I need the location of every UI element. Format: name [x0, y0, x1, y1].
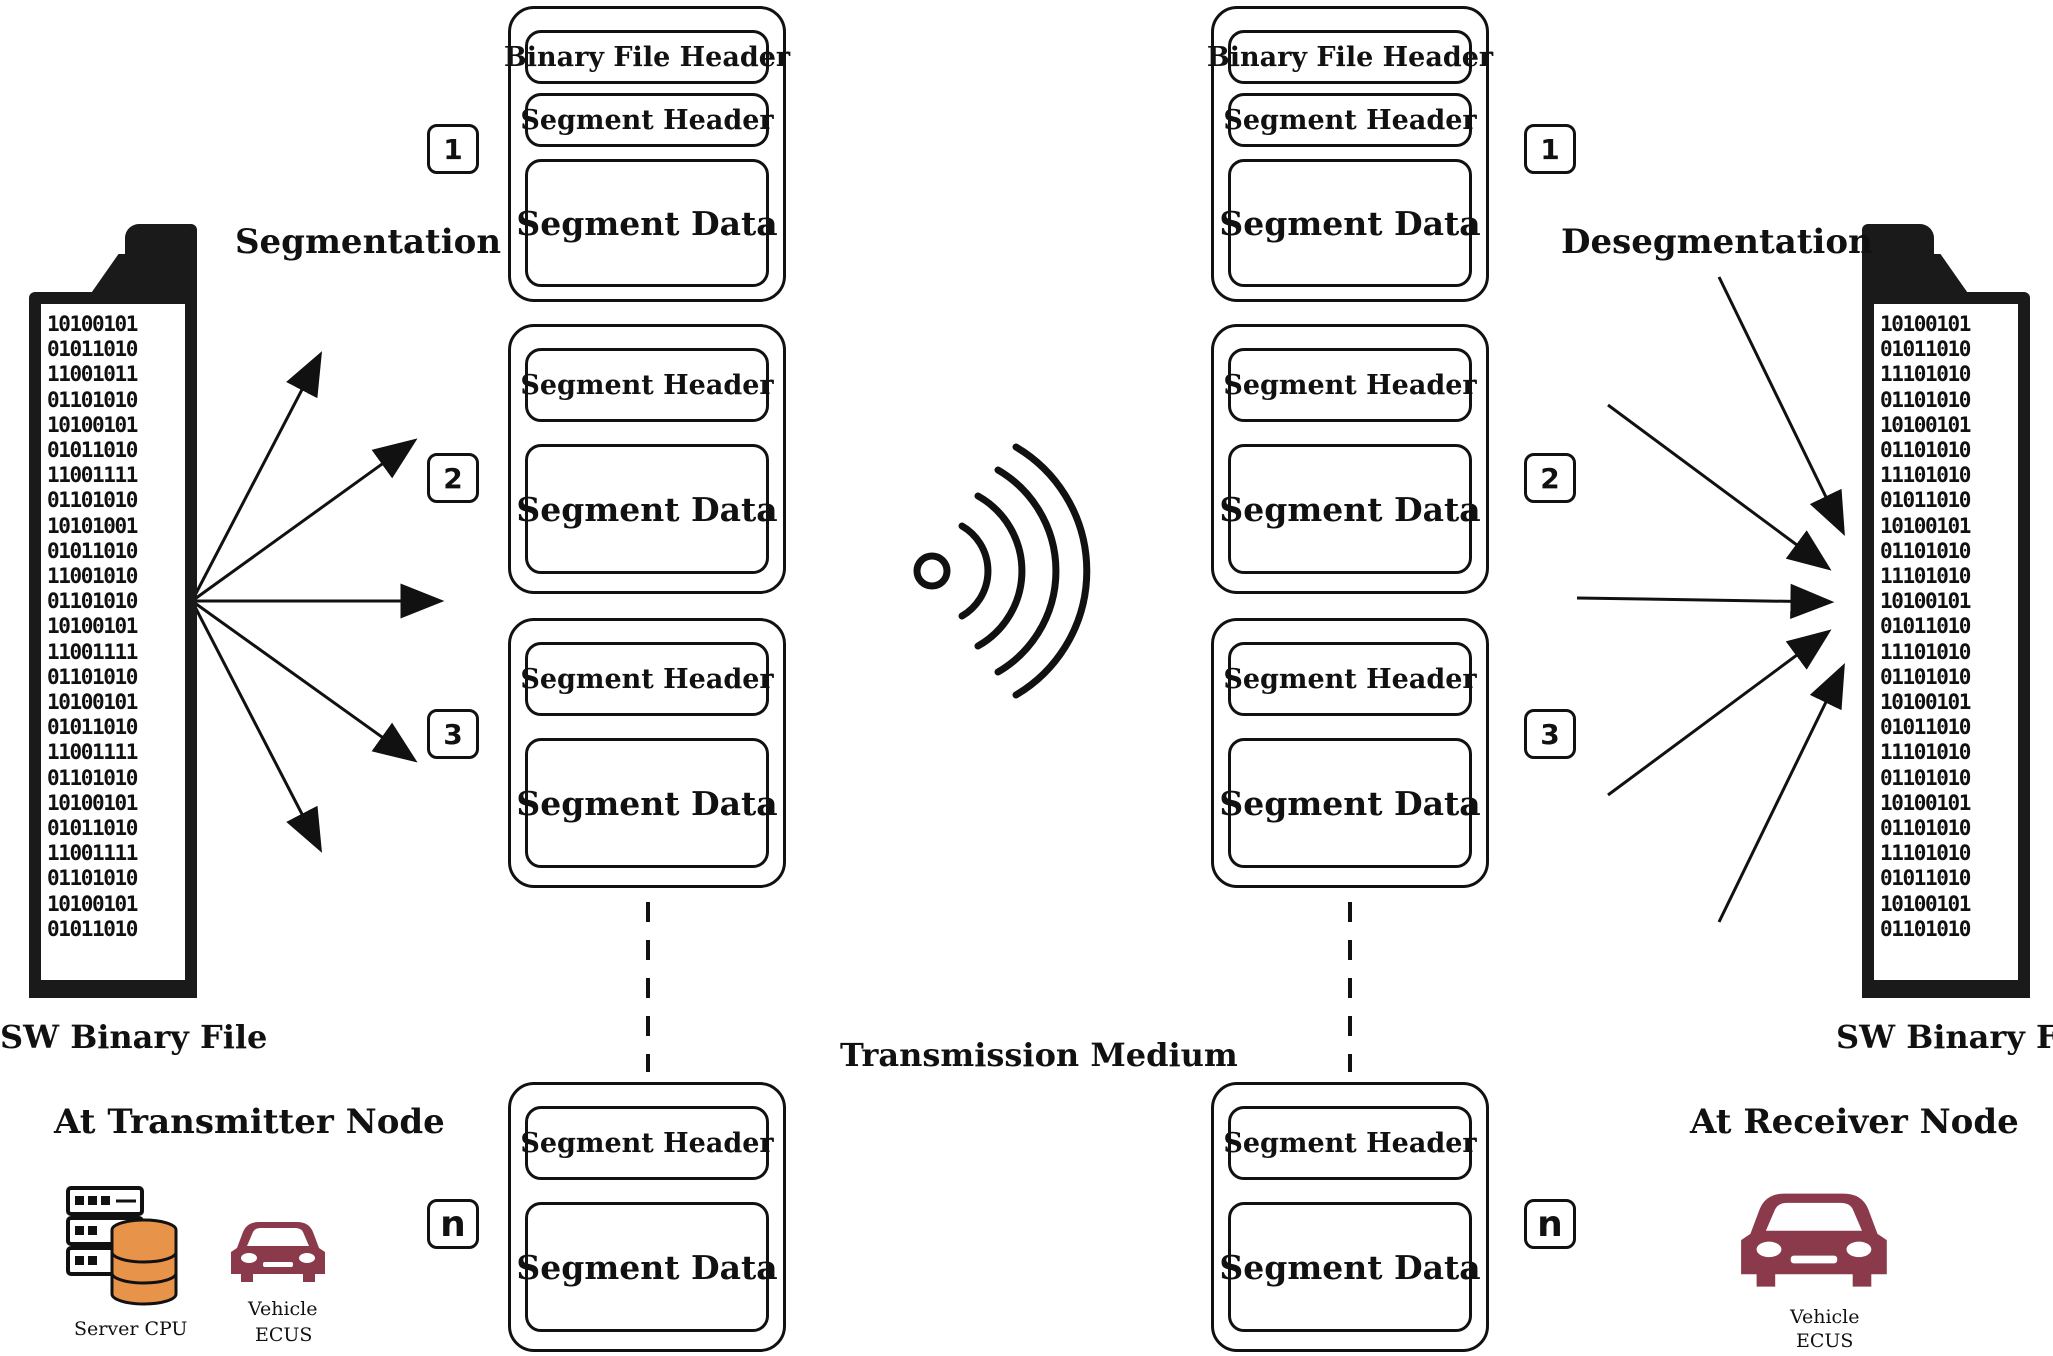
transmitter-node-label: At Transmitter Node [54, 1102, 445, 1142]
desegmentation-label: Desegmentation [1561, 222, 1873, 262]
rx-segment-header: Segment Header [1223, 1106, 1477, 1180]
rx-segment-data: Segment Data [1219, 159, 1481, 287]
rx-segment-header: Segment Header [1223, 642, 1477, 716]
rx-segment-header: Segment Header [1223, 348, 1477, 422]
tx-segment-header: Segment Header [520, 1106, 774, 1180]
desegmentation-arrow-3 [1576, 583, 1835, 619]
transmission-medium-label: Transmission Medium [840, 1036, 1238, 1074]
rx-segment-3: Segment Header Segment Data [1211, 618, 1489, 888]
tx-segment-data: Segment Data [516, 444, 778, 574]
ecus-label-transmitter: ECUS [255, 1324, 313, 1346]
desegmentation-arrows [1576, 276, 1845, 923]
desegmentation-arrow-5 [1717, 663, 1845, 923]
transmitter-file-label: SW Binary File [0, 1018, 268, 1056]
segmentation-arrow-5 [190, 600, 323, 853]
tx-segment-number-1: 1 [427, 124, 479, 174]
transmitter-binary-content: 10100101 01011010 11001011 01101010 1010… [47, 312, 138, 941]
tx-segment-3: Segment Header Segment Data [508, 618, 786, 888]
segmentation-arrow-1 [190, 351, 323, 602]
tx-binary-file-header: Binary File Header [504, 30, 790, 84]
car-icon [1741, 1193, 1887, 1287]
tx-segment-number-n: n [427, 1199, 479, 1249]
receiver-node-label: At Receiver Node [1690, 1102, 2019, 1142]
receiver-binary-content: 10100101 01011010 11101010 01101010 1010… [1880, 312, 1971, 941]
rx-segment-data: Segment Data [1219, 738, 1481, 868]
segmentation-label: Segmentation [235, 222, 502, 262]
tx-segment-n: Segment Header Segment Data [508, 1082, 786, 1352]
segmentation-arrow-2 [191, 438, 418, 603]
tx-segment-number-2: 2 [427, 453, 479, 503]
rx-segment-number-3: 3 [1524, 709, 1576, 759]
rx-segment-number-2: 2 [1524, 453, 1576, 503]
server-database-icon [66, 1186, 178, 1306]
vehicle-label-receiver: Vehicle [1790, 1306, 1860, 1328]
rx-binary-file-header: Binary File Header [1207, 30, 1493, 84]
receiver-file-label: SW Binary File [1836, 1018, 2053, 1056]
desegmentation-arrow-4 [1607, 629, 1832, 797]
rx-segment-number-1: 1 [1524, 124, 1576, 174]
tx-segment-number-3: 3 [427, 709, 479, 759]
rx-segment-number-n: n [1524, 1199, 1576, 1249]
segmentation-arrow-4 [191, 599, 418, 763]
continuation-dashes [646, 902, 1352, 1072]
tx-segment-data: Segment Data [516, 738, 778, 868]
tx-segment-header: Segment Header [520, 348, 774, 422]
ecus-label-receiver: ECUS [1796, 1330, 1854, 1352]
tx-segment-data: Segment Data [516, 1202, 778, 1332]
rx-segment-n: Segment Header Segment Data [1211, 1082, 1489, 1352]
desegmentation-arrow-2 [1607, 403, 1832, 571]
tx-segment-2: Segment Header Segment Data [508, 324, 786, 594]
receiver-binary-file-icon: 10100101 01011010 11101010 01101010 1010… [1862, 224, 2030, 998]
transmitter-binary-file-icon: 10100101 01011010 11001011 01101010 1010… [29, 224, 197, 998]
tx-segment-header: Segment Header [520, 93, 774, 147]
rx-segment-1: Binary File Header Segment Header Segmen… [1207, 6, 1493, 302]
tx-segment-header: Segment Header [520, 642, 774, 716]
rx-segment-data: Segment Data [1219, 1202, 1481, 1332]
car-icon [231, 1222, 325, 1282]
rx-segment-header: Segment Header [1223, 93, 1477, 147]
tx-segment-data: Segment Data [516, 159, 778, 287]
segmentation-arrows [190, 351, 445, 853]
server-cpu-label: Server CPU [74, 1318, 188, 1340]
wireless-signal-icon [913, 443, 1091, 699]
rx-segment-2: Segment Header Segment Data [1211, 324, 1489, 594]
vehicle-label-transmitter: Vehicle [248, 1298, 318, 1320]
tx-segment-1: Binary File Header Segment Header Segmen… [504, 6, 790, 302]
desegmentation-arrow-1 [1717, 276, 1845, 536]
rx-segment-data: Segment Data [1219, 444, 1481, 574]
